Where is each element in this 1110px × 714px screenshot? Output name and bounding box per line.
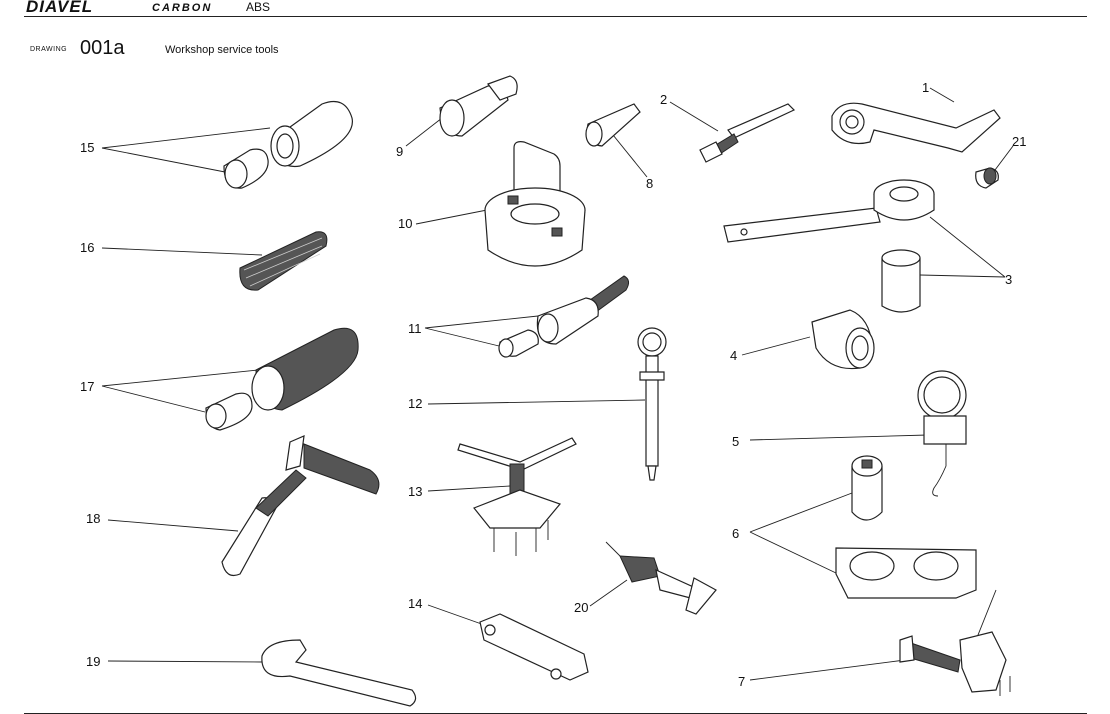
- callout-9: 9: [396, 144, 403, 159]
- callout-20: 20: [574, 600, 588, 615]
- tool-1-wrench: [831, 102, 1001, 153]
- callout-1: 1: [922, 80, 929, 95]
- drawing-label: DRAWING: [30, 46, 68, 53]
- callout-17: 17: [80, 379, 94, 394]
- leader-lines: [101, 87, 1014, 681]
- tool-16-knurled-bar: [239, 231, 328, 291]
- tool-8-cone: [585, 103, 641, 147]
- tool-7-fixture: [899, 589, 1011, 696]
- callout-21: 21: [1012, 134, 1026, 149]
- variant-name: ABS: [246, 0, 271, 14]
- callout-10: 10: [398, 216, 412, 231]
- tool-6-ring-wrench-set: [835, 455, 977, 599]
- tool-10-puller-base: [484, 141, 586, 267]
- callout-labels: 1 2 3 4 5 6 7 8 9 10 11 12 13 14 15 16 1…: [80, 80, 1026, 689]
- tool-20-extractor: [605, 541, 717, 615]
- drawing-title: Workshop service tools: [165, 44, 279, 56]
- callout-12: 12: [408, 396, 422, 411]
- tool-18-handle: [221, 435, 380, 577]
- tool-5-gauge-bracket: [917, 370, 967, 497]
- callout-4: 4: [730, 348, 737, 363]
- tool-2-pin: [699, 103, 796, 163]
- callout-2: 2: [660, 92, 667, 107]
- callout-13: 13: [408, 484, 422, 499]
- callout-7: 7: [738, 674, 745, 689]
- callout-3: 3: [1005, 272, 1012, 287]
- callout-5: 5: [732, 434, 739, 449]
- callout-19: 19: [86, 654, 100, 669]
- model-name: CARBON: [152, 2, 213, 14]
- header-rule: [24, 16, 1087, 17]
- brand-logo: DIAVEL: [26, 0, 94, 16]
- callout-16: 16: [80, 240, 94, 255]
- tool-4-socket: [811, 309, 875, 370]
- callout-15: 15: [80, 140, 94, 155]
- tool-9-adaptor: [439, 75, 518, 137]
- header-bar: DIAVEL CARBON ABS: [0, 0, 1090, 16]
- tool-13-puller: [457, 437, 577, 556]
- drawing-number: 001a: [80, 37, 125, 59]
- tool-12-dial-gauge: [637, 327, 667, 481]
- tool-14-lever: [479, 613, 589, 681]
- tool-19-spanner: [261, 639, 417, 707]
- callout-14: 14: [408, 596, 422, 611]
- callout-18: 18: [86, 511, 100, 526]
- tool-15-sockets: [223, 100, 353, 189]
- tool-3-wrench-set: [723, 179, 935, 313]
- tool-21-cap: [975, 167, 999, 189]
- callout-6: 6: [732, 526, 739, 541]
- tool-17-knurled-sleeve: [205, 327, 359, 431]
- callout-11: 11: [408, 321, 422, 336]
- callout-8: 8: [646, 176, 653, 191]
- tool-11-drift-set: [498, 275, 630, 358]
